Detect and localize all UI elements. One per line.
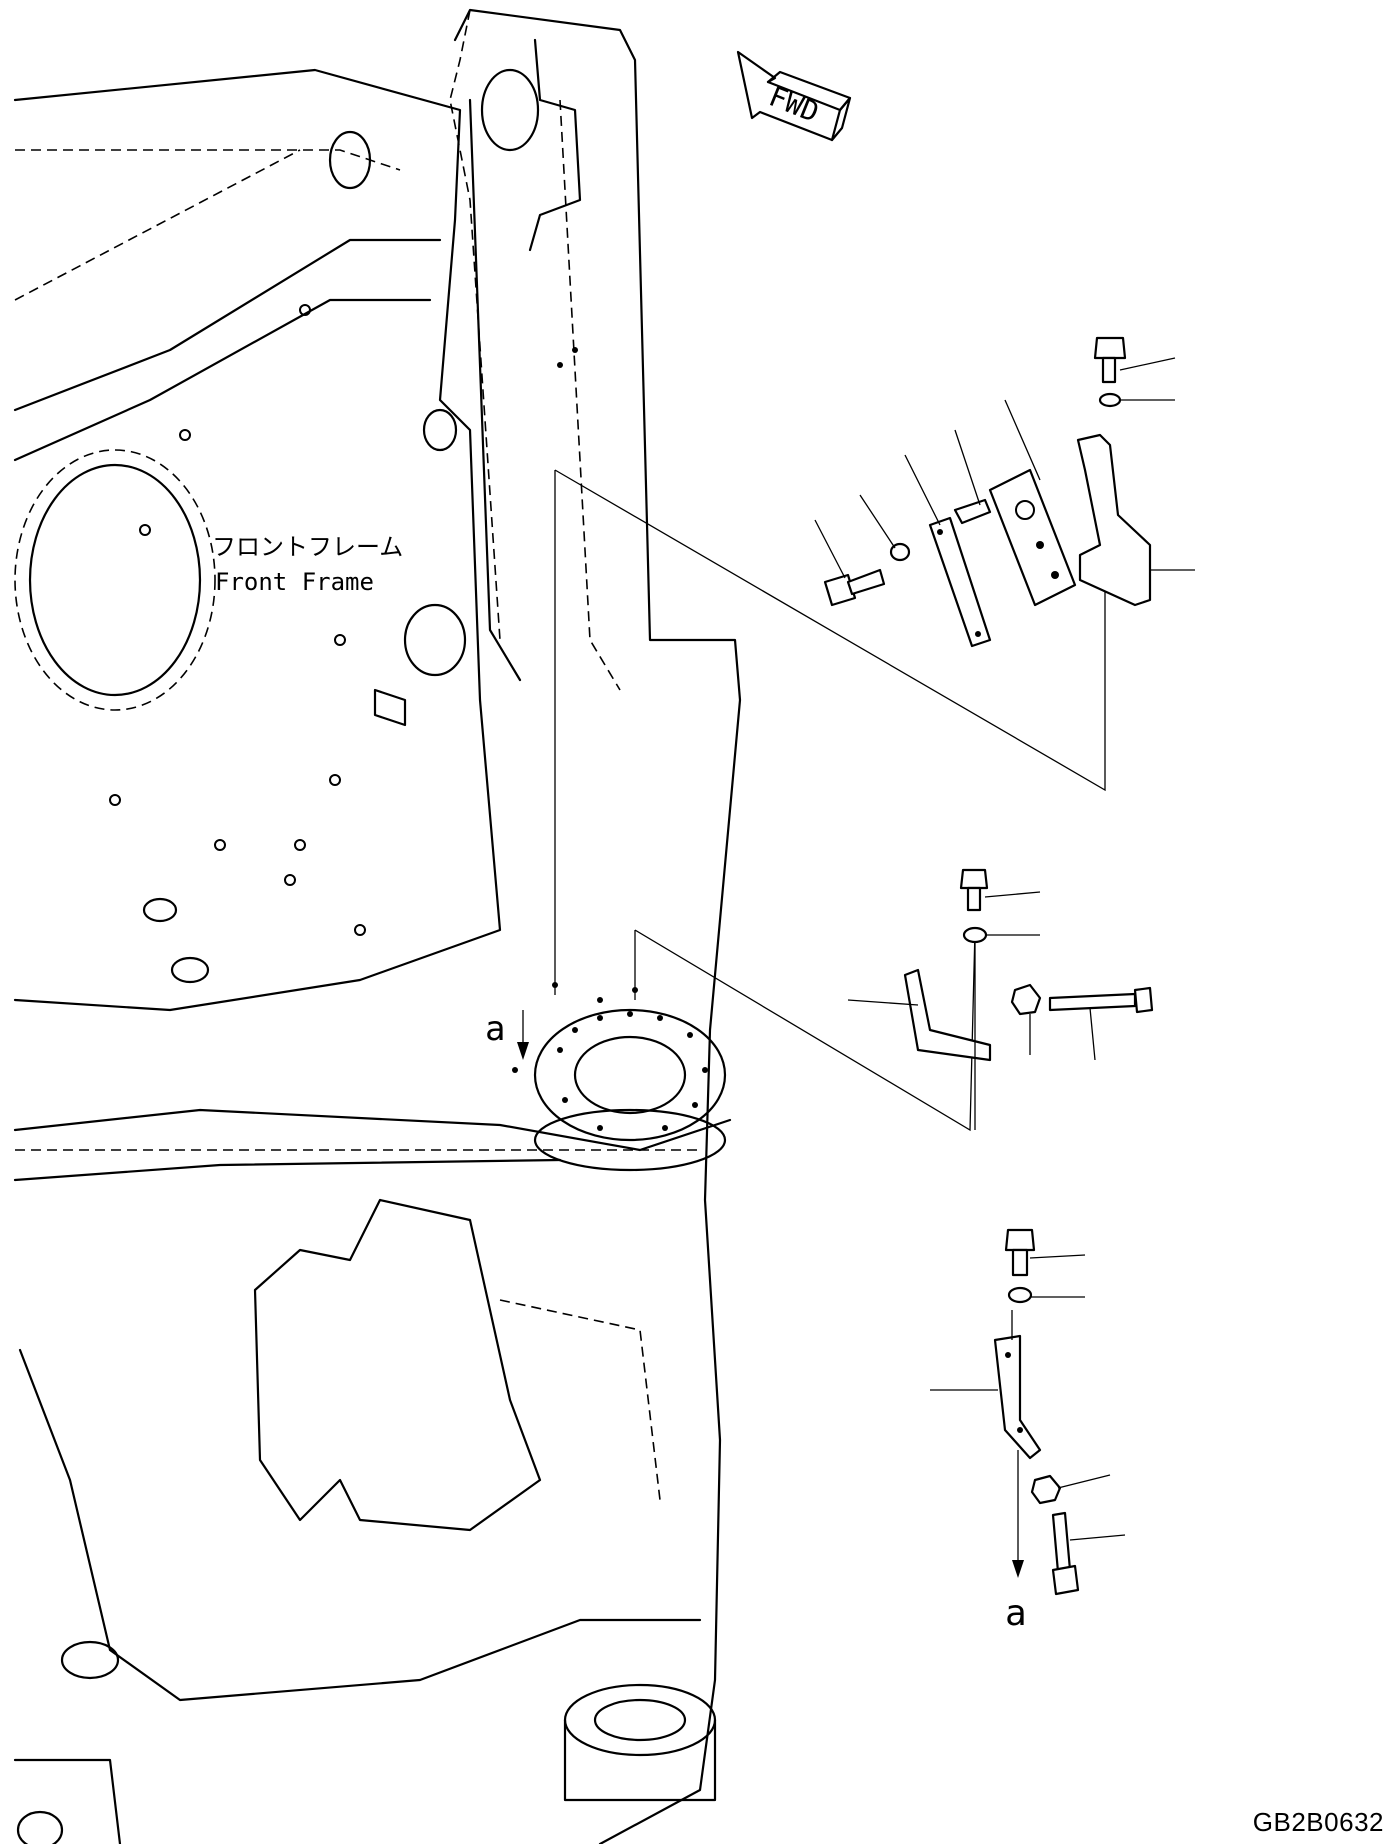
spacer-icon — [953, 498, 992, 525]
svg-text:a: a — [1005, 1593, 1027, 1634]
view-marker-top: a — [485, 1009, 529, 1060]
view-marker-bottom: a — [1005, 1450, 1027, 1634]
nut-icon — [1030, 1474, 1111, 1505]
bolt-icon — [959, 868, 1041, 912]
bolt-icon — [814, 519, 886, 607]
fwd-direction-arrow: FWD — [736, 50, 852, 142]
svg-text:a: a — [485, 1009, 505, 1049]
bolt-icon — [1051, 1511, 1126, 1596]
nut-icon — [1010, 983, 1042, 1055]
plate-icon — [928, 516, 992, 648]
frame-small-holes — [109, 304, 638, 1073]
middle-bracket-assembly — [847, 868, 1154, 1130]
bolt-icon — [1004, 1228, 1086, 1277]
drawing-code: GB2B0632 — [1252, 1807, 1384, 1837]
bent-bracket — [903, 968, 992, 1062]
block-icon — [988, 468, 1077, 607]
fwd-label: FWD — [764, 80, 823, 130]
bolt-icon — [1048, 986, 1154, 1061]
front-frame — [13, 8, 1106, 1844]
washer-icon — [962, 926, 1040, 944]
washer-icon — [859, 494, 911, 562]
washer-icon — [1098, 392, 1175, 408]
lower-bracket-assembly: a — [930, 1228, 1126, 1634]
frame-label-en: Front Frame — [215, 568, 374, 596]
washer-icon — [1007, 1286, 1085, 1304]
bolt-icon — [1093, 336, 1176, 384]
upper-bracket-assembly — [814, 336, 1195, 648]
frame-label-jp: フロントフレーム — [212, 533, 403, 561]
bracket-l-shape — [1076, 433, 1152, 607]
lower-bracket — [993, 1334, 1042, 1460]
flange-bolt-holes — [557, 1011, 708, 1131]
